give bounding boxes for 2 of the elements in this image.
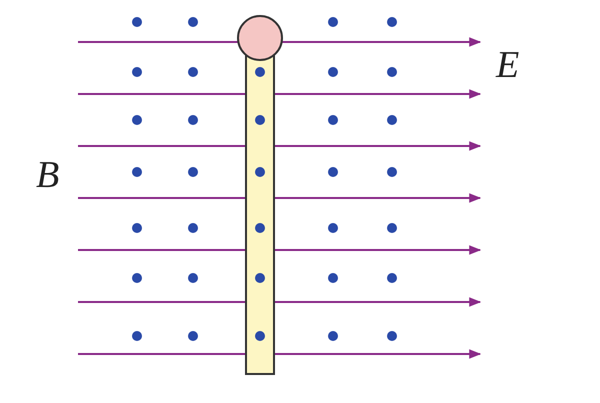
field-label: E bbox=[496, 46, 520, 84]
field-label: B bbox=[36, 156, 60, 194]
